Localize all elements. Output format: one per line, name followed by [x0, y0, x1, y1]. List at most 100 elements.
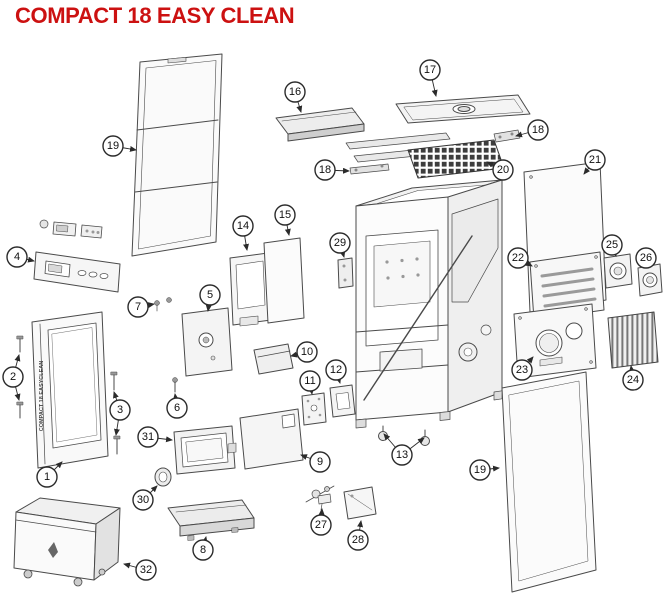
callout-18: 18: [314, 159, 350, 181]
part-plate-28: [343, 486, 377, 520]
svg-text:19: 19: [107, 140, 119, 152]
svg-text:11: 11: [304, 375, 315, 387]
callout-19: 19: [102, 135, 137, 157]
svg-text:27: 27: [315, 519, 327, 531]
svg-text:30: 30: [137, 494, 149, 506]
callout-32: 32: [123, 559, 157, 581]
callout-4: 4: [6, 246, 35, 268]
part-screws-7: [154, 297, 172, 312]
callout-9: 9: [300, 451, 331, 473]
part-bracket-18-left: [349, 163, 390, 175]
callout-31: 31: [137, 426, 173, 448]
svg-text:21: 21: [589, 154, 601, 166]
part-side-panel-right-lower: [501, 371, 597, 593]
part-front-door: COMPACT 18 EASYCLEAN: [31, 311, 109, 469]
part-display-modules: [39, 219, 103, 239]
callout-17: 17: [419, 59, 441, 97]
svg-text:23: 23: [516, 364, 528, 376]
part-screws-2: [16, 335, 24, 419]
callout-15: 15: [274, 204, 296, 236]
part-control-panel: [33, 251, 121, 293]
svg-text:9: 9: [317, 456, 323, 468]
callout-3: 3: [109, 391, 131, 436]
door-label: COMPACT 18 EASYCLEAN: [39, 361, 45, 432]
callout-28: 28: [347, 520, 369, 551]
svg-text:10: 10: [301, 346, 313, 358]
svg-text:13: 13: [396, 449, 408, 461]
svg-text:5: 5: [207, 289, 213, 301]
part-bracket-25: [603, 253, 633, 289]
svg-text:4: 4: [14, 251, 20, 263]
callout-16: 16: [284, 81, 306, 113]
svg-text:26: 26: [640, 252, 652, 264]
svg-text:15: 15: [279, 209, 291, 221]
svg-text:32: 32: [140, 564, 152, 576]
svg-text:7: 7: [135, 301, 141, 313]
part-bracket-10: [253, 343, 294, 375]
part-vent-panel: [529, 251, 605, 321]
callout-7: 7: [127, 296, 155, 318]
page-title: COMPACT 18 EASY CLEAN: [15, 3, 295, 28]
part-motor-panel: [513, 303, 597, 379]
svg-text:28: 28: [352, 534, 364, 546]
callout-20: 20: [486, 159, 514, 181]
callout-22: 22: [507, 247, 533, 269]
callout-30: 30: [132, 485, 158, 511]
svg-text:22: 22: [512, 252, 524, 264]
callout-2: 2: [2, 354, 24, 401]
callout-26: 26: [635, 247, 657, 269]
callout-8: 8: [192, 536, 214, 561]
callout-25: 25: [601, 234, 623, 257]
part-top-lid: [395, 94, 531, 124]
svg-text:14: 14: [237, 220, 249, 232]
svg-text:1: 1: [44, 471, 50, 483]
callout-21: 21: [583, 149, 606, 175]
part-burn-grate: [407, 139, 505, 179]
part-valve-27: [305, 485, 335, 511]
svg-text:3: 3: [117, 404, 123, 416]
callout-19: 19: [469, 459, 500, 481]
callout-23: 23: [511, 356, 534, 381]
part-bracket-26: [637, 263, 663, 297]
part-panel-14: [229, 252, 272, 327]
svg-text:17: 17: [424, 64, 436, 76]
part-shelf-8: [167, 499, 255, 541]
part-inner-door: [181, 307, 233, 377]
svg-text:24: 24: [627, 374, 639, 386]
part-panel-15: [263, 237, 305, 324]
callout-11: 11: [299, 370, 321, 395]
callout-13: 13: [383, 433, 425, 466]
svg-text:2: 2: [10, 371, 16, 383]
svg-text:31: 31: [142, 431, 154, 443]
callout-24: 24: [622, 365, 644, 391]
svg-text:29: 29: [334, 237, 346, 249]
callout-29: 29: [329, 232, 351, 258]
svg-text:6: 6: [174, 402, 180, 414]
svg-text:18: 18: [532, 124, 544, 136]
part-side-panel-left: [131, 53, 223, 257]
callout-18: 18: [515, 119, 549, 141]
part-bracket-18-right: [493, 129, 521, 143]
part-hinge-pins-3: [110, 371, 121, 455]
callout-27: 27: [310, 508, 332, 536]
svg-text:19: 19: [474, 464, 486, 476]
svg-text:12: 12: [330, 364, 342, 376]
part-stove-body: [355, 179, 503, 429]
part-pellet-box: [13, 497, 121, 587]
callout-5: 5: [199, 284, 221, 312]
svg-text:20: 20: [497, 164, 509, 176]
part-casters: [378, 425, 430, 446]
part-plate-11: [301, 392, 327, 426]
callout-14: 14: [232, 215, 254, 251]
part-plate-12: [329, 384, 356, 418]
svg-text:16: 16: [289, 86, 301, 98]
part-panel-9: [239, 408, 304, 470]
part-bezel-30: [154, 467, 172, 487]
callout-12: 12: [325, 359, 347, 384]
svg-text:18: 18: [319, 164, 331, 176]
part-bracket-29: [337, 257, 354, 289]
callout-10: 10: [290, 341, 318, 363]
part-screw-6: [172, 377, 178, 393]
